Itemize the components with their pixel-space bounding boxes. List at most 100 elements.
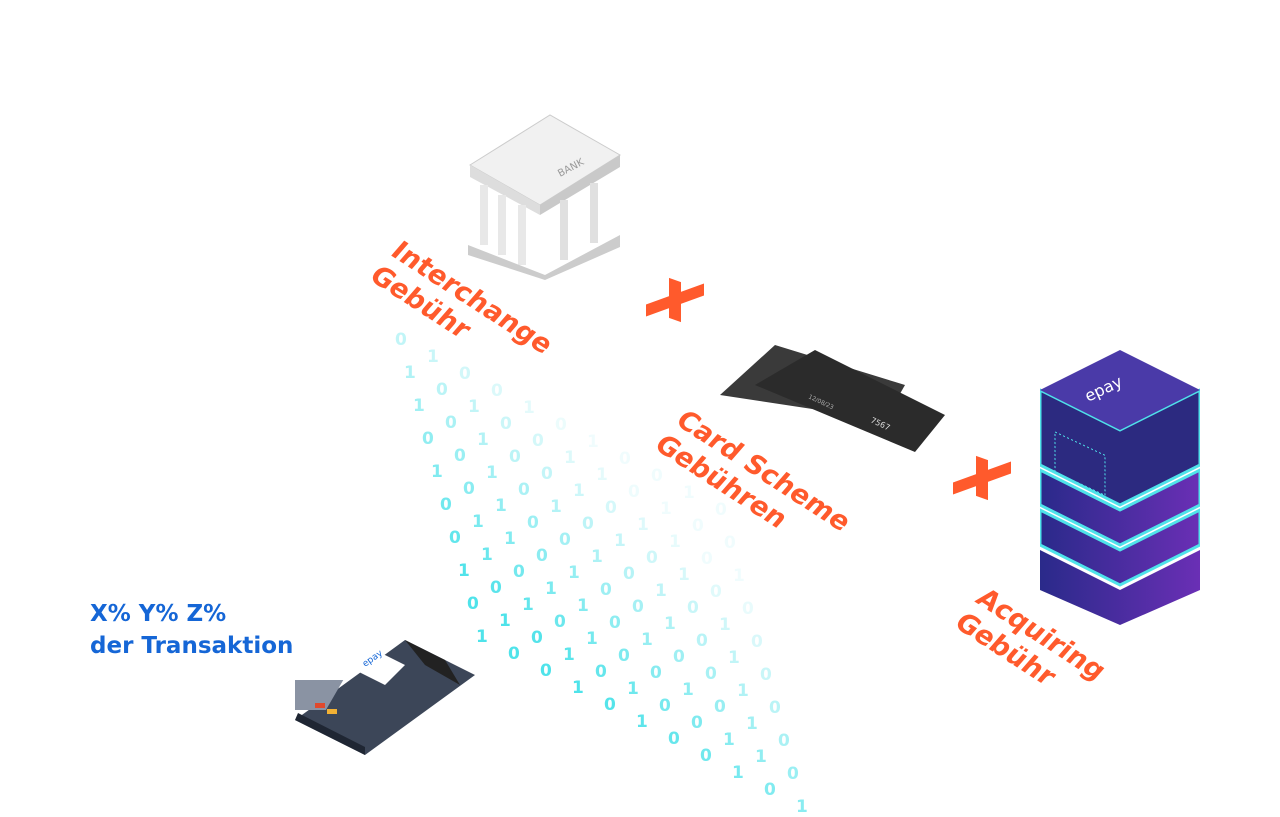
binary-digit: 0 xyxy=(459,364,471,384)
binary-digit: 0 xyxy=(531,628,543,648)
binary-digit: 0 xyxy=(422,429,434,449)
binary-digit: 1 xyxy=(732,763,744,783)
binary-digit: 1 xyxy=(573,481,585,501)
binary-digit: 1 xyxy=(568,563,580,583)
binary-digit: 1 xyxy=(682,680,694,700)
binary-digit: 0 xyxy=(646,548,658,568)
binary-digit: 0 xyxy=(691,713,703,733)
binary-digit: 0 xyxy=(467,594,479,614)
binary-digit: 1 xyxy=(472,512,484,532)
binary-digit: 0 xyxy=(787,764,799,784)
binary-digit: 1 xyxy=(586,629,598,649)
binary-digit: 1 xyxy=(719,615,731,635)
binary-digit: 1 xyxy=(728,648,740,668)
bank-icon: BANK xyxy=(468,114,621,280)
binary-digit: 1 xyxy=(577,596,589,616)
binary-digit: 0 xyxy=(463,479,475,499)
binary-digit: 1 xyxy=(637,515,649,535)
binary-digit: 1 xyxy=(431,462,443,482)
binary-digit: 1 xyxy=(669,532,681,552)
binary-digit: 0 xyxy=(600,580,612,600)
epay-server-icon: epay xyxy=(1040,350,1200,625)
binary-digit: 1 xyxy=(481,545,493,565)
binary-digit: 1 xyxy=(683,483,695,503)
binary-digit: 0 xyxy=(532,431,544,451)
binary-digit: 0 xyxy=(705,664,717,684)
binary-digit: 1 xyxy=(504,529,516,549)
binary-digit: 0 xyxy=(513,562,525,582)
payment-terminal-icon: epay xyxy=(295,640,475,755)
binary-digit: 0 xyxy=(760,665,772,685)
binary-digit: 1 xyxy=(660,499,672,519)
binary-digit: 0 xyxy=(696,631,708,651)
binary-digit: 1 xyxy=(564,448,576,468)
binary-digit: 0 xyxy=(710,582,722,602)
fee-percentages: X% Y% Z%der Transaktion xyxy=(90,601,294,659)
binary-digit: 0 xyxy=(769,698,781,718)
binary-digit: 0 xyxy=(724,533,736,553)
binary-digit: 0 xyxy=(692,516,704,536)
binary-digit: 1 xyxy=(550,497,562,517)
binary-digit: 0 xyxy=(701,549,713,569)
binary-digit: 1 xyxy=(499,611,511,631)
binary-digit: 0 xyxy=(449,528,461,548)
binary-digit: 0 xyxy=(454,446,466,466)
binary-digit: 0 xyxy=(628,482,640,502)
binary-digit: 0 xyxy=(668,729,680,749)
binary-digit: 0 xyxy=(541,464,553,484)
binary-digit: 0 xyxy=(687,598,699,618)
binary-digit: 1 xyxy=(733,566,745,586)
binary-digit: 0 xyxy=(395,330,407,350)
binary-digit: 0 xyxy=(700,746,712,766)
binary-digit: 0 xyxy=(714,697,726,717)
binary-digit: 1 xyxy=(413,396,425,416)
binary-digit: 1 xyxy=(523,398,535,418)
binary-digit: 1 xyxy=(737,681,749,701)
binary-digit: 1 xyxy=(796,797,808,817)
binary-digit: 0 xyxy=(595,662,607,682)
binary-digit: 0 xyxy=(491,381,503,401)
plus-icon xyxy=(646,280,704,320)
binary-digit: 0 xyxy=(751,632,763,652)
binary-digit: 0 xyxy=(527,513,539,533)
binary-digit: 0 xyxy=(764,780,776,800)
binary-digit: 1 xyxy=(587,432,599,452)
binary-digit: 1 xyxy=(458,561,470,581)
binary-digit: 0 xyxy=(604,695,616,715)
binary-digit: 1 xyxy=(746,714,758,734)
binary-digit: 1 xyxy=(614,531,626,551)
binary-digit: 1 xyxy=(427,347,439,367)
binary-digit: 1 xyxy=(627,679,639,699)
binary-digit: 0 xyxy=(609,613,621,633)
binary-digit: 0 xyxy=(554,612,566,632)
binary-digit: 1 xyxy=(404,363,416,383)
binary-digit: 0 xyxy=(500,414,512,434)
binary-digit: 1 xyxy=(755,747,767,767)
binary-digit: 1 xyxy=(596,465,608,485)
credit-cards-icon: 7567 12/08/23 xyxy=(720,345,945,452)
binary-digit: 0 xyxy=(582,514,594,534)
binary-digit: 1 xyxy=(591,547,603,567)
binary-digit: 0 xyxy=(559,530,571,550)
binary-digit: 1 xyxy=(468,397,480,417)
binary-digit: 1 xyxy=(655,581,667,601)
binary-digit: 0 xyxy=(440,495,452,515)
binary-digit: 0 xyxy=(651,466,663,486)
binary-digit: 0 xyxy=(659,696,671,716)
binary-digit: 0 xyxy=(623,564,635,584)
binary-digit: 1 xyxy=(486,463,498,483)
binary-digit: 0 xyxy=(632,597,644,617)
binary-digit: 0 xyxy=(509,447,521,467)
binary-digit: 1 xyxy=(522,595,534,615)
binary-digit: 1 xyxy=(664,614,676,634)
binary-digit: 1 xyxy=(641,630,653,650)
binary-digit: 1 xyxy=(572,678,584,698)
binary-digit: 0 xyxy=(619,449,631,469)
binary-digit: 0 xyxy=(436,380,448,400)
binary-digit: 1 xyxy=(723,730,735,750)
binary-digit: 0 xyxy=(605,498,617,518)
binary-digit: 0 xyxy=(650,663,662,683)
binary-digit: 0 xyxy=(518,480,530,500)
binary-digit: 1 xyxy=(495,496,507,516)
